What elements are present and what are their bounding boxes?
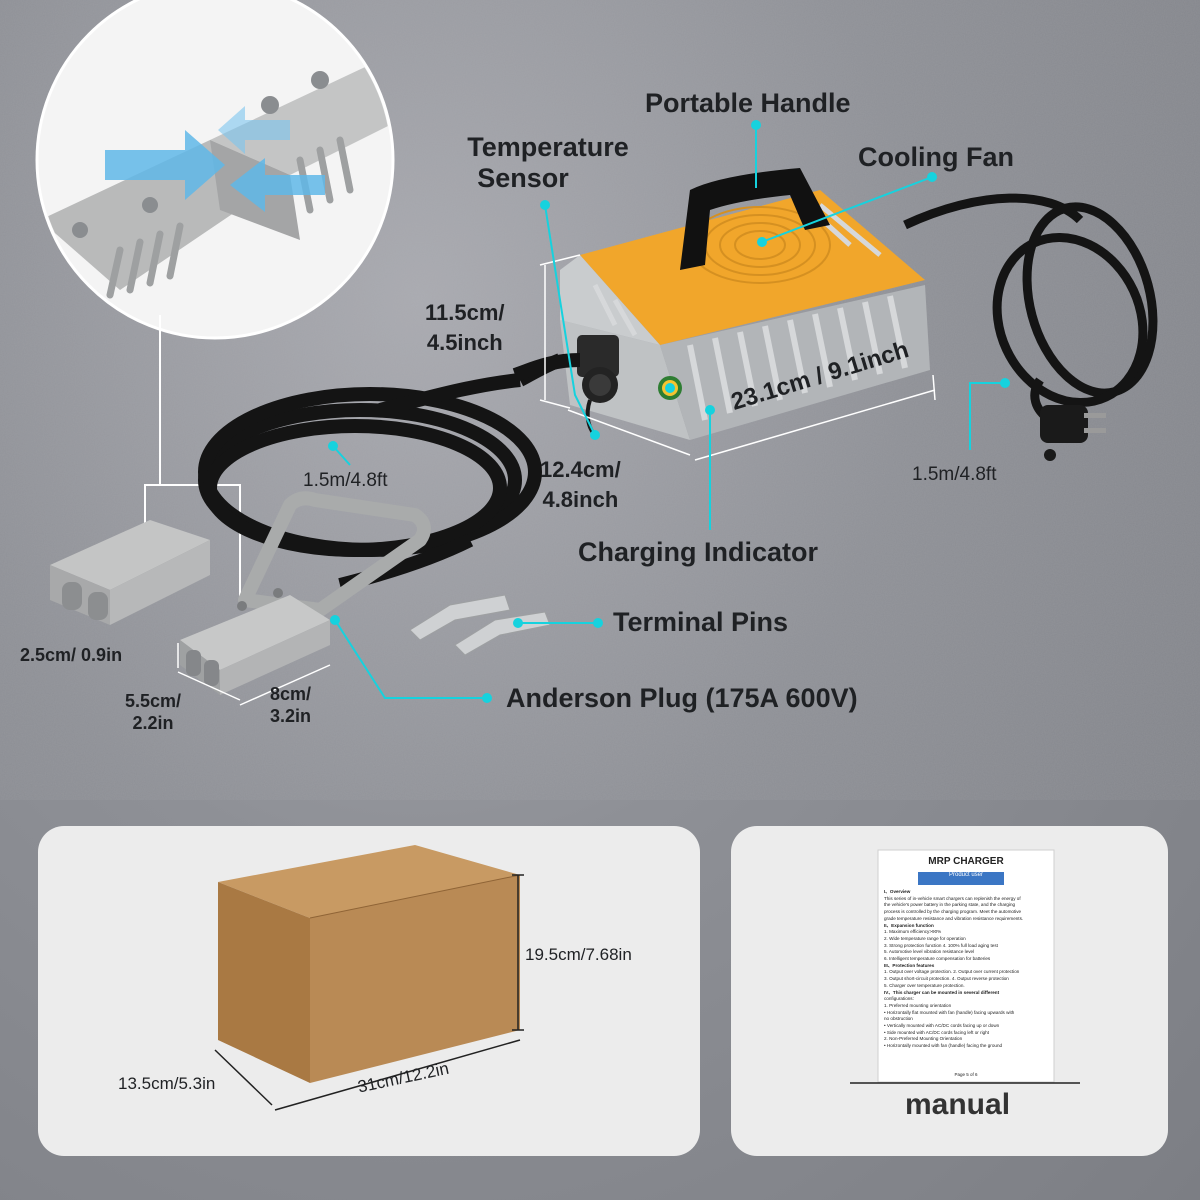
manual-label: manual bbox=[905, 1088, 1011, 1121]
manual-line: • Side mounted with AC/DC cords facing l… bbox=[884, 1029, 990, 1035]
manual-line: 1. Maximum efficiency>90% bbox=[884, 929, 942, 935]
output-cable bbox=[198, 353, 563, 592]
input-cable-length-label: 1.5m/4.8ft bbox=[912, 464, 997, 485]
plug-length-label: 8cm/ 3.2in bbox=[270, 683, 311, 727]
manual-line: no obstruction bbox=[884, 1016, 913, 1022]
manual-page-number: Page 5 of 6 bbox=[954, 1072, 978, 1077]
callout-lines bbox=[332, 125, 1005, 699]
manual-line: the vehicle's power battery in the parki… bbox=[884, 902, 1016, 908]
cooling-fan-label: Cooling Fan bbox=[858, 142, 1014, 172]
manual-line: 3. Output short-circuit protection. 4. O… bbox=[884, 976, 1009, 982]
manual-line: configurations: bbox=[884, 996, 914, 1002]
manual-line: 1. Preferred mounting orientation bbox=[884, 1002, 952, 1008]
anderson-plug-loose bbox=[50, 520, 210, 625]
terminal-pins-label: Terminal Pins bbox=[613, 607, 789, 637]
output-cable-length-label: 1.5m/4.8ft bbox=[303, 470, 388, 491]
charger-body bbox=[512, 168, 930, 440]
callout-dots bbox=[328, 120, 1010, 703]
manual-line: 6. Intelligent temperature compensation … bbox=[884, 956, 991, 962]
shipping-box bbox=[218, 845, 521, 1083]
manual-line: 5. Charger over temperature protection. bbox=[884, 982, 965, 988]
charger-width-line1: 12.4cm/ bbox=[540, 457, 621, 482]
anderson-plug-label: Anderson Plug (175A 600V) bbox=[506, 683, 858, 713]
charger-dimension-lines bbox=[539, 254, 936, 461]
manual-line: process is controlled by the charging pr… bbox=[884, 909, 1022, 915]
manual-line: II、Expansion function bbox=[884, 922, 934, 928]
ac-plug bbox=[1040, 405, 1106, 461]
zoom-leader-lines bbox=[144, 315, 241, 605]
manual-line: 2. Wide temperature range for operation bbox=[884, 935, 966, 941]
anderson-plug-with-handle bbox=[180, 491, 431, 695]
manual-line: 3. Strong protection function 4. 100% fu… bbox=[884, 942, 998, 948]
connector-zoom-circle bbox=[35, 0, 395, 340]
manual-line: • Horizontally flat mounted with fan (ha… bbox=[884, 1009, 1015, 1015]
charger-height-line1: 11.5cm/ bbox=[425, 300, 505, 325]
temperature-sensor-label-line1: Temperature bbox=[467, 132, 629, 162]
plug-length-line1: 8cm/ bbox=[270, 684, 312, 704]
manual-doc-title: MRP CHARGER bbox=[928, 856, 1004, 867]
plug-dimension-lines bbox=[177, 643, 331, 706]
manual-line: • Vertically mounted with AC/DC cords fa… bbox=[884, 1023, 1000, 1029]
box-depth-label: 13.5cm/5.3in bbox=[118, 1074, 216, 1093]
manual-line: grade temperature resistance and vibrati… bbox=[884, 915, 1024, 921]
charger-illustration bbox=[35, 0, 1158, 706]
portable-handle-label: Portable Handle bbox=[645, 88, 851, 118]
charger-height-line2: 4.5inch bbox=[426, 330, 503, 355]
manual-doc-subtitle: Product user bbox=[948, 872, 984, 878]
manual-line: IV、This charger can be mounted in severa… bbox=[884, 989, 1000, 995]
temperature-sensor-label-line2: Sensor bbox=[477, 163, 569, 193]
charging-indicator-label: Charging Indicator bbox=[578, 537, 819, 567]
manual-line: 1. Output over voltage protection. 2. Ou… bbox=[884, 969, 1020, 975]
manual-line: 5. Automotive level vibration resistance… bbox=[884, 949, 975, 955]
charger-height-label: 11.5cm/ 4.5inch bbox=[425, 298, 505, 358]
plug-width-line1: 5.5cm/ bbox=[125, 691, 182, 711]
manual-line: • Horizontally mounted with fan (handle)… bbox=[884, 1043, 1003, 1049]
box-height-label: 19.5cm/7.68in bbox=[525, 945, 632, 964]
charger-width-label: 12.4cm/ 4.8inch bbox=[540, 455, 621, 515]
plug-length-line2: 3.2in bbox=[270, 706, 312, 726]
manual-line: I、Overview bbox=[884, 889, 911, 894]
plug-height-label: 2.5cm/ 0.9in bbox=[20, 645, 123, 665]
box-dimension-lines bbox=[214, 874, 524, 1111]
manual-line: III、Protection features bbox=[884, 962, 935, 968]
manual-line: This series of in-vehicle smart chargers… bbox=[884, 895, 1021, 901]
charger-width-line2: 4.8inch bbox=[542, 487, 619, 512]
manual-line: 2. Non-Preferred Mounting Orientation bbox=[884, 1036, 963, 1042]
temperature-sensor-label: Temperature Sensor bbox=[448, 132, 648, 194]
plug-width-label: 5.5cm/ 2.2in bbox=[125, 690, 181, 734]
manual-sheet bbox=[850, 849, 1080, 1084]
plug-width-line2: 2.2in bbox=[132, 713, 174, 733]
